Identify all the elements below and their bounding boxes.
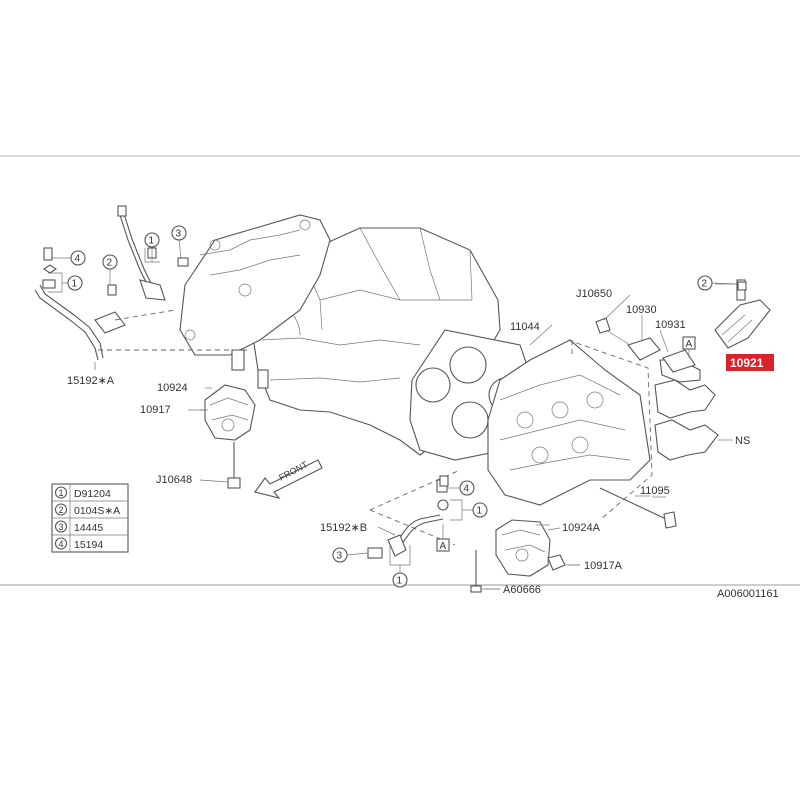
legend-row: 1 D91204: [54, 486, 111, 500]
legend-row: 2 0104S∗A: [54, 503, 120, 517]
callout-group-left: 4 1 2 1 3: [43, 225, 187, 293]
legend-part: D91204: [74, 488, 111, 500]
ref-a-label: A: [440, 541, 447, 552]
head-bolt-11095: [599, 487, 677, 529]
callout-group-bottom: 4 1 3 1 2: [332, 275, 738, 588]
right-head-dashed-outline: [567, 339, 653, 521]
callout-number: 2: [702, 279, 708, 290]
highlight-box: [726, 354, 774, 371]
ref-a-label: A: [686, 339, 693, 350]
solenoid-gasket-parts: [595, 315, 696, 373]
label-10931: 10931: [655, 319, 686, 331]
legend-part: 0104S∗A: [74, 505, 120, 517]
label-15192b: 15192∗B: [320, 522, 367, 534]
oil-pipe-15192a: [34, 205, 250, 361]
label-10917: 10917: [140, 404, 171, 416]
legend-key: 2: [59, 505, 64, 515]
label-11044: 11044: [510, 321, 540, 333]
bolt-j10648: [227, 442, 241, 489]
diagram-id: A006001161: [717, 588, 779, 600]
callout-number: 4: [75, 254, 81, 265]
label-11095: 11095: [640, 485, 670, 497]
label-10930: 10930: [626, 304, 657, 316]
callout-number: 1: [477, 506, 483, 517]
legend-part: 15194: [74, 539, 103, 551]
label-j10648: J10648: [156, 474, 192, 486]
legend-row: 3 14445: [54, 520, 103, 534]
callout-number: 3: [337, 551, 343, 562]
timing-housing-right: [495, 519, 580, 577]
left-cylinder-head: [179, 214, 331, 389]
label-10924a: 10924A: [562, 522, 601, 534]
bolt-a60666: [470, 550, 500, 593]
label-10924: 10924: [157, 382, 188, 394]
label-ns: NS: [735, 435, 750, 447]
callout-number: 1: [397, 576, 403, 587]
timing-housing-left: [200, 384, 256, 441]
front-arrow: FRONT: [254, 459, 323, 499]
legend-part: 14445: [74, 522, 103, 534]
label-j10650: J10650: [576, 288, 612, 300]
legend-key: 4: [59, 539, 64, 549]
legend-row: 4 15194: [54, 537, 103, 551]
callout-number: 1: [149, 236, 155, 247]
label-15192a: 15192∗A: [67, 375, 115, 387]
highlighted-part: 10921: [726, 354, 774, 371]
legend-key: 1: [59, 488, 64, 498]
callout-number: 1: [72, 279, 78, 290]
right-cylinder-head: [487, 339, 651, 506]
label-10917a: 10917A: [584, 560, 623, 572]
callout-number: 4: [464, 484, 470, 495]
callout-number: 3: [176, 229, 182, 240]
ref-a-box-2: A: [436, 524, 450, 552]
camshaft-caps: [654, 359, 733, 461]
oil-pipe-15192b: [367, 479, 449, 559]
ref-a-box-1: A: [682, 336, 696, 358]
legend-table: 1 D91204 2 0104S∗A 3 14445 4 15194: [51, 483, 129, 553]
part-labels: 15192∗A 10924 10917 J10648 J10650 10930 …: [67, 288, 779, 600]
legend-key: 3: [59, 522, 64, 532]
label-10921: 10921: [730, 356, 764, 370]
leader-lines: [94, 294, 650, 590]
label-a60666: A60666: [503, 584, 541, 596]
callout-number: 2: [107, 258, 113, 269]
small-fasteners: [43, 247, 747, 487]
